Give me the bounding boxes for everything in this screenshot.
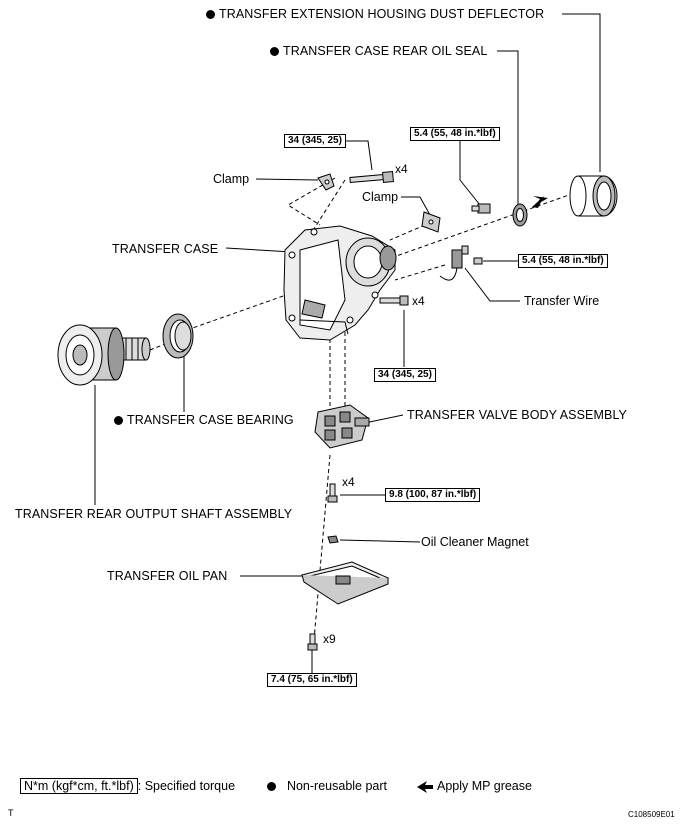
count-pan-bolts: x9 [323,632,336,646]
legend-torque-unit: N*m (kgf*cm, ft.*lbf) [20,778,138,794]
leader-torque-bolt-top [345,140,373,171]
rear-output-shaft-part [57,324,151,386]
nonreusable-dot-icon [114,416,123,425]
leader-rear-oil-seal [497,50,519,205]
label-clamp-left: Clamp [213,172,250,186]
plug-top-part [471,203,491,214]
leader-dust-deflector [562,13,601,172]
torque-wire-bolt: 5.4 (55, 48 in.*lbf) [518,254,608,268]
valve-body-part [314,404,370,449]
axis-clamp-bolt [287,177,336,226]
count-valve-bolts: x4 [342,475,355,489]
dust-deflector-part [569,175,618,217]
transfer-case-part [283,225,397,341]
torque-pan-bolts: 7.4 (75, 65 in.*lbf) [267,673,357,687]
clamp-right-part [421,211,441,233]
valve-bolt-part [327,483,338,503]
label-rear-oil-seal: TRANSFER CASE REAR OIL SEAL [270,44,487,58]
torque-valve-bolts: 9.8 (100, 87 in.*lbf) [385,488,481,502]
torque-bolt-top: 34 (345, 25) [284,134,346,148]
torque-bolt-lower: 34 (345, 25) [374,368,436,382]
clamp-left-part [317,173,335,191]
leader-transfer-wire [464,267,520,302]
case-bearing-part [162,313,194,359]
footer-code: C108509E01 [628,810,675,819]
oil-pan-part [300,561,390,605]
nonreusable-dot-icon [270,47,279,56]
legend-torque-text: : Specified torque [137,779,236,793]
leader-valve-body [364,414,404,424]
label-clamp-right: Clamp [362,190,399,204]
oil-magnet-part [327,535,339,544]
label-oil-pan: TRANSFER OIL PAN [107,569,228,583]
label-case-bearing: TRANSFER CASE BEARING [114,413,294,427]
legend-grease-arrow-icon [417,781,433,793]
rear-oil-seal-part [512,203,528,227]
legend-nonreusable: Non-reusable part [267,779,387,793]
leader-clamp-left [255,178,319,181]
axis-wire [394,264,446,281]
leader-transfer-case [225,247,293,253]
axis-bolt-top [311,179,346,233]
nonreusable-dot-icon [206,10,215,19]
label-transfer-wire: Transfer Wire [524,294,600,308]
count-bolt-lower: x4 [412,294,425,308]
count-bolt-top: x4 [395,162,408,176]
transfer-wire-part [439,245,483,281]
torque-plug-top: 5.4 (55, 48 in.*lbf) [410,127,500,141]
bolt-lower-part [379,295,409,306]
axis-clamp-right [389,224,426,241]
leader-clamp-right [401,196,431,216]
label-rear-output-shaft: TRANSFER REAR OUTPUT SHAFT ASSEMBLY [15,507,293,521]
leader-oil-magnet [339,539,421,543]
axis-pan-bolts [313,454,331,641]
label-dust-deflector: TRANSFER EXTENSION HOUSING DUST DEFLECTO… [206,7,544,21]
pan-bolt-part [307,633,318,651]
bolt-top-part [349,171,394,184]
legend-grease: Apply MP grease [437,779,532,793]
label-oil-magnet: Oil Cleaner Magnet [421,535,529,549]
leader-torque-plug-top [459,140,481,206]
label-transfer-case: TRANSFER CASE [112,242,219,256]
footer-left: T [8,808,14,818]
label-valve-body: TRANSFER VALVE BODY ASSEMBLY [407,408,627,422]
legend-torque: N*m (kgf*cm, ft.*lbf): Specified torque [20,778,236,794]
nonreusable-dot-icon [267,782,276,791]
